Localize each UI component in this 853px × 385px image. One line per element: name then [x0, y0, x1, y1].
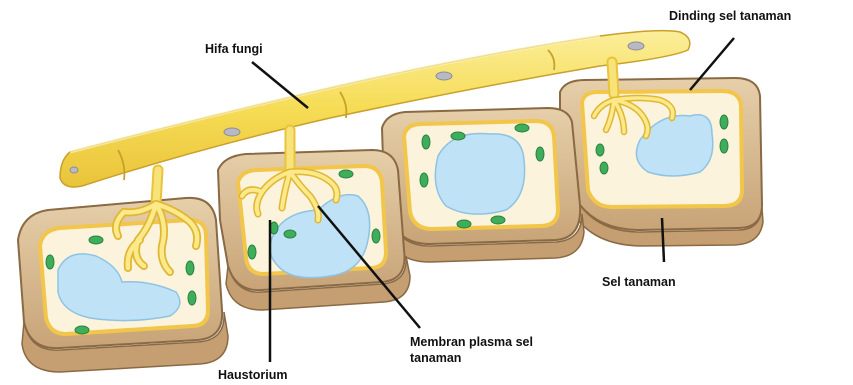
label-haustorium: Haustorium [218, 368, 287, 383]
label-membran-plasma-line1: Membran plasma sel [410, 335, 533, 350]
label-dinding-sel-tanaman: Dinding sel tanaman [669, 9, 791, 24]
label-sel-tanaman: Sel tanaman [602, 275, 676, 290]
plant-cell-3 [382, 108, 584, 262]
label-hifa-fungi: Hifa fungi [205, 42, 263, 57]
label-membran-plasma-line2: tanaman [410, 351, 461, 366]
